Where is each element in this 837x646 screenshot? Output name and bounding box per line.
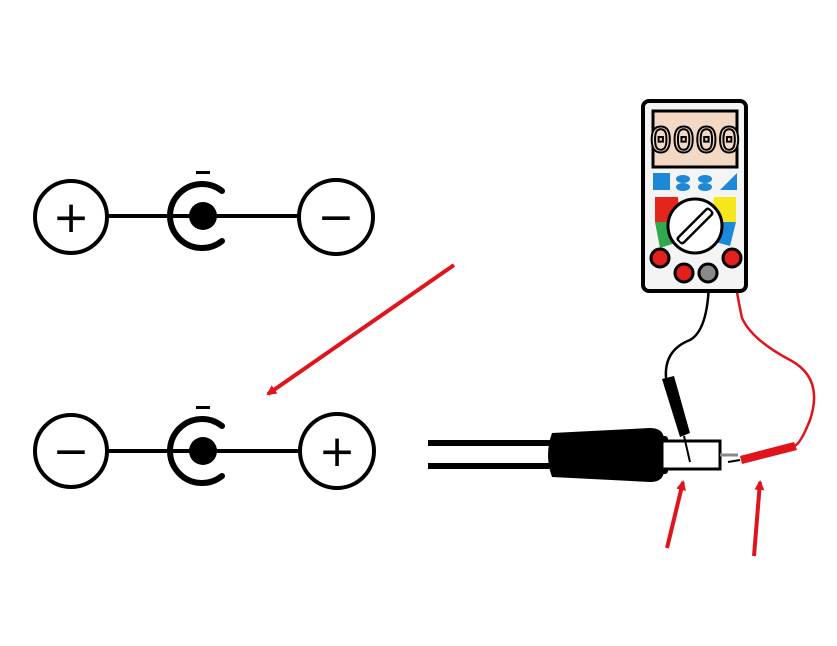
bottom-left-symbol: − [53,426,90,477]
polarity-symbol-bottom: − + [33,406,376,490]
plug-body [548,428,664,482]
port-com [697,262,719,284]
top-right-symbol: − [318,192,355,243]
top-left-symbol: + [53,192,90,243]
red-arrow-icon [665,480,686,549]
barrel-jack-icon [167,171,225,251]
red-probe [727,261,816,464]
port [649,247,671,269]
display-digits: 0000 [649,121,740,164]
bottom-right-symbol: + [319,426,356,477]
port [673,262,695,284]
red-arrow-icon [266,263,456,396]
red-arrow-icon [752,480,765,557]
cable-wire-upper [428,440,554,446]
black-probe [662,280,711,463]
multimeter-display [651,109,739,169]
minus-circle-icon: − [297,178,375,256]
cable-wire-lower [428,463,554,469]
minus-circle-icon: − [33,413,109,489]
black-probe-handle [662,376,690,437]
red-probe-handle [740,442,797,464]
dc-plug-icon [428,428,738,482]
plug-barrel [660,439,722,471]
plus-circle-icon: + [33,179,109,255]
multimeter-icon: 0000 [641,99,748,293]
polarity-symbol-top: + − [33,171,375,256]
plus-circle-icon: + [298,412,376,490]
port [721,247,743,269]
barrel-jack-icon [167,406,225,486]
